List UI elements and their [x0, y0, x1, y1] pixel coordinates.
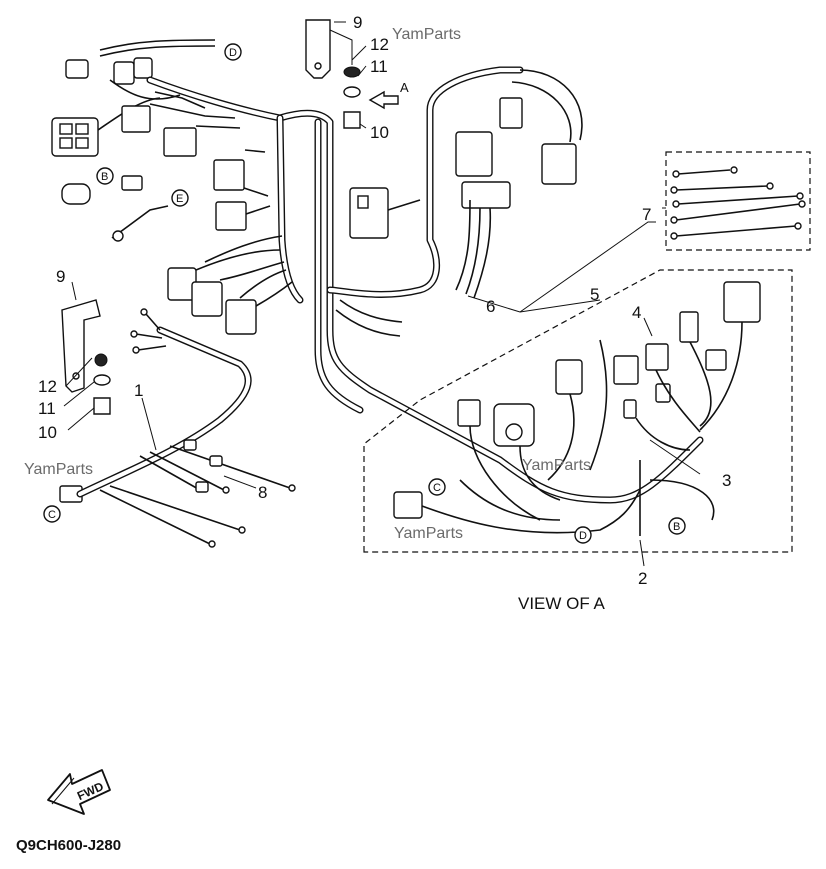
part-label-7: 7 [642, 205, 651, 224]
part-label-5: 5 [590, 285, 599, 304]
part-label-6: 6 [486, 297, 495, 316]
svg-text:E: E [176, 193, 183, 205]
watermark-bottom: YamParts [394, 525, 463, 542]
part-label-12-top: 12 [370, 35, 389, 54]
part-label-1: 1 [134, 381, 143, 400]
callout-c-left: C [43, 505, 61, 523]
harness-connectors [167, 69, 583, 337]
part-label-10-top: 10 [370, 123, 389, 142]
callout-d-top: D [224, 43, 242, 61]
part-label-9-left: 9 [56, 267, 65, 286]
watermarks: YamParts YamParts YamParts YamParts [24, 26, 591, 542]
svg-text:D: D [229, 47, 237, 59]
view-arrow-label-a: A [400, 80, 409, 95]
bracket-assembly-top [305, 19, 361, 129]
upper-left-components [51, 39, 271, 242]
watermark-left: YamParts [24, 461, 93, 478]
svg-text:D: D [579, 530, 587, 542]
view-caption: VIEW OF A [518, 594, 606, 613]
main-harness-6 [146, 66, 704, 504]
svg-text:C: C [433, 482, 441, 494]
watermark-center: YamParts [522, 457, 591, 474]
sub-harness-1 [59, 308, 296, 548]
part-label-9-top: 9 [353, 13, 362, 32]
watermark-top: YamParts [392, 26, 461, 43]
callout-c-view: C [428, 478, 446, 496]
callout-b-view: B [668, 517, 686, 535]
part-label-3: 3 [722, 471, 731, 490]
part-label-12-left: 12 [38, 377, 57, 396]
part-number-labels: 9 12 11 10 7 5 6 4 3 8 1 2 9 12 11 10 A [38, 13, 731, 588]
fwd-arrow-icon: FWD [47, 769, 111, 815]
part-label-10-left: 10 [38, 423, 57, 442]
part-label-11-top: 11 [370, 57, 388, 76]
svg-text:C: C [48, 509, 56, 521]
part-label-11-left: 11 [38, 399, 56, 418]
callout-d-view: D [574, 526, 592, 544]
callout-b-left: B [96, 167, 114, 185]
item-7-wire-set [662, 151, 811, 251]
view-of-a-region [363, 269, 793, 553]
circled-callouts: D B E C C D B [43, 43, 686, 544]
drawing-code: Q9CH600-J280 [16, 837, 121, 854]
view-arrow-a [368, 90, 399, 110]
callout-e-left: E [171, 189, 189, 207]
svg-text:B: B [101, 171, 108, 183]
part-label-8: 8 [258, 483, 267, 502]
part-label-2: 2 [638, 569, 647, 588]
bracket-assembly-left [61, 299, 111, 415]
svg-text:B: B [673, 521, 680, 533]
leader-lines [63, 21, 701, 567]
part-label-4: 4 [632, 303, 641, 322]
